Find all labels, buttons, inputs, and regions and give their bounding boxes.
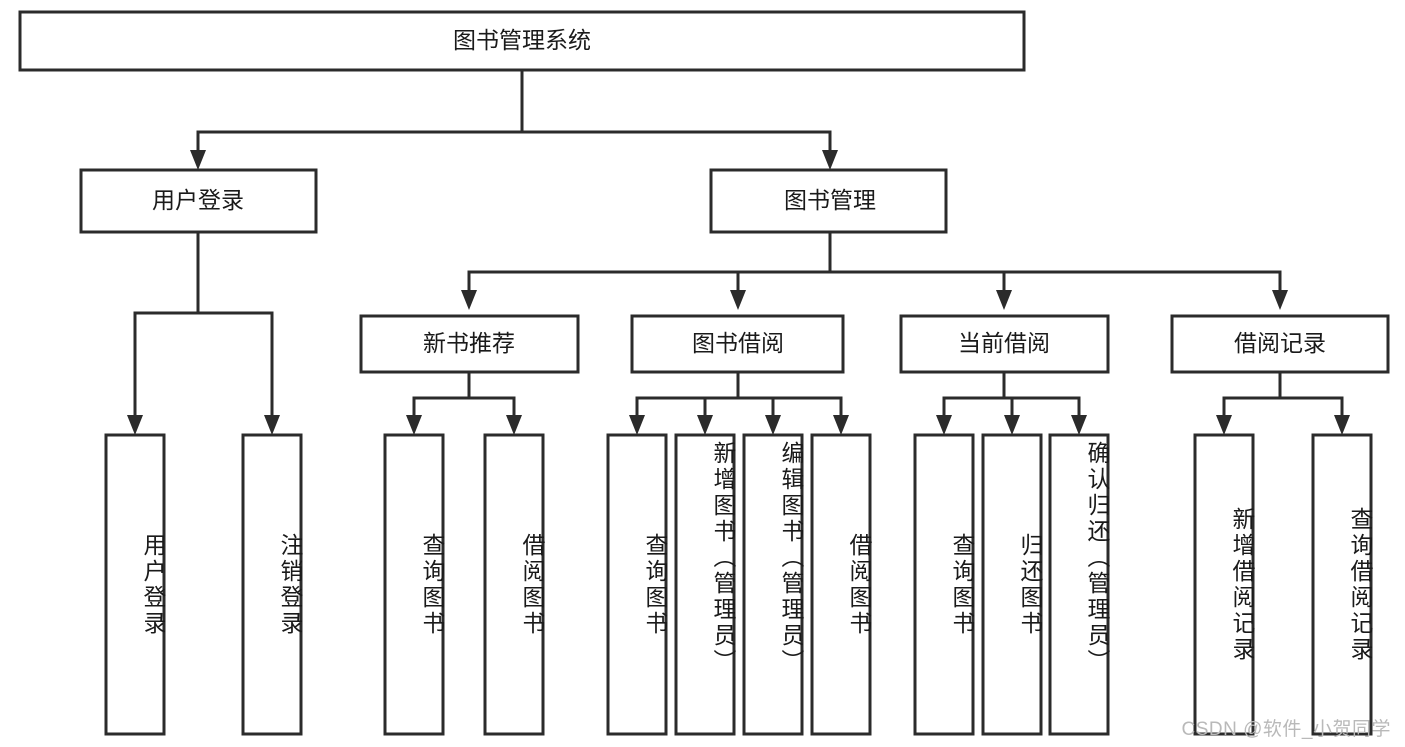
leaf-add-borrow-record[interactable] xyxy=(1193,433,1255,736)
connector-newbook-to-leaves xyxy=(406,370,522,435)
leaf-group-book-borrow xyxy=(606,433,872,736)
node-book-management[interactable]: 图书管理 xyxy=(709,168,948,234)
connector-currentborrow-to-leaves xyxy=(936,370,1087,435)
connector-borrowbook-to-leaves xyxy=(629,370,849,435)
leaf-logout-login[interactable] xyxy=(241,433,303,736)
leaf-query-book-current[interactable] xyxy=(913,433,975,736)
leaf-query-borrow-record[interactable] xyxy=(1311,433,1373,736)
node-new-book-recommend[interactable]: 新书推荐 xyxy=(359,314,580,374)
node-new-book-recommend-label: 新书推荐 xyxy=(423,330,515,356)
leaf-group-new-book xyxy=(383,433,545,736)
watermark: CSDN @软件_小贺同学 xyxy=(1181,719,1391,740)
node-current-borrow-label: 当前借阅 xyxy=(958,330,1050,356)
node-root[interactable]: 图书管理系统 xyxy=(18,10,1026,72)
node-user-login-label: 用户登录 xyxy=(152,187,244,213)
leaf-borrow-book[interactable] xyxy=(810,433,872,736)
leaf-user-login[interactable] xyxy=(104,433,166,736)
node-book-management-label: 图书管理 xyxy=(784,187,876,213)
leaf-group-borrow-record xyxy=(1193,433,1373,736)
leaf-add-book[interactable] xyxy=(674,433,736,736)
node-current-borrow[interactable]: 当前借阅 xyxy=(899,314,1110,374)
connector-root-to-level2 xyxy=(190,68,838,170)
node-book-borrow-label: 图书借阅 xyxy=(692,330,784,356)
connector-borrowrecord-to-leaves xyxy=(1216,370,1350,435)
leaf-return-book[interactable] xyxy=(981,433,1043,736)
leaf-edit-book[interactable] xyxy=(742,433,804,736)
connector-userlogin-to-leaves xyxy=(127,230,280,435)
node-root-label: 图书管理系统 xyxy=(453,27,591,53)
leaf-group-current-borrow xyxy=(913,433,1110,736)
connector-bookmgmt-to-level3 xyxy=(461,230,1288,310)
node-user-login[interactable]: 用户登录 xyxy=(79,168,318,234)
leaf-query-book[interactable] xyxy=(606,433,668,736)
leaf-borrow-book-new[interactable] xyxy=(483,433,545,736)
node-borrow-record[interactable]: 借阅记录 xyxy=(1170,314,1390,374)
leaf-query-book-new[interactable] xyxy=(383,433,445,736)
leaf-confirm-return[interactable] xyxy=(1048,433,1110,736)
leaf-group-user-login xyxy=(104,433,303,736)
node-borrow-record-label: 借阅记录 xyxy=(1234,330,1326,356)
node-book-borrow[interactable]: 图书借阅 xyxy=(630,314,845,374)
